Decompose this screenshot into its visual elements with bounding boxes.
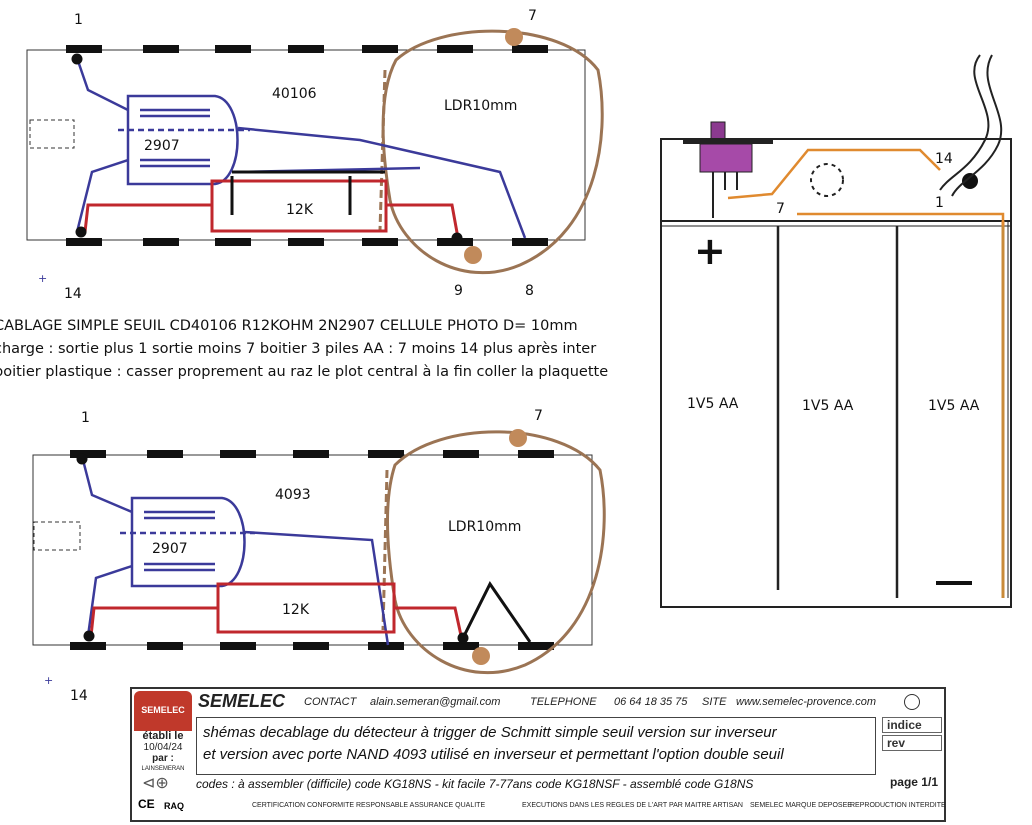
ce-mark: CE bbox=[138, 797, 155, 811]
battery-label-14: 14 bbox=[935, 151, 953, 167]
description-line-1: shémas decablage du détecteur à trigger … bbox=[203, 724, 777, 741]
bottom-plus-sign: + bbox=[44, 674, 53, 687]
telephone-label: TELEPHONE bbox=[530, 696, 597, 708]
top-pin14-label: 14 bbox=[64, 286, 82, 302]
top-resistor-label: 12K bbox=[286, 202, 314, 218]
top-ldr-lead-dot bbox=[505, 28, 523, 46]
cell-label: 1V5 AA bbox=[928, 398, 980, 414]
established-block: établi le 10/04/24 par : LAINSEMERAN bbox=[141, 730, 185, 773]
battery-box-outline bbox=[660, 138, 1012, 608]
projection-symbol-icon: ⊲⊕ bbox=[142, 775, 169, 792]
battery-plus-sign: + bbox=[694, 229, 726, 273]
power-switch bbox=[699, 143, 753, 173]
bottom-ldr-outline bbox=[386, 430, 606, 675]
description-box: shémas decablage du détecteur à trigger … bbox=[196, 717, 876, 775]
bottom-connector-outline bbox=[33, 521, 81, 551]
indice-cell: indice bbox=[882, 717, 942, 733]
site-url: www.semelec-provence.com bbox=[736, 696, 876, 708]
ldr-leads bbox=[939, 54, 1003, 197]
raq-mark: RAQ bbox=[164, 801, 184, 811]
top-pins-lower bbox=[66, 238, 548, 246]
site-label: SITE bbox=[702, 696, 727, 708]
title-block: SEMELEC SEMELEC CONTACT alain.semeran@gm… bbox=[130, 687, 946, 822]
page-number: page 1/1 bbox=[889, 775, 938, 789]
bottom-ldr-label: LDR10mm bbox=[448, 519, 521, 535]
top-black-wires bbox=[230, 170, 385, 215]
top-pins-upper bbox=[66, 45, 548, 53]
top-ic-label: 40106 bbox=[272, 86, 317, 102]
top-ldr-lead-dot-2 bbox=[464, 246, 482, 264]
bottom-circuit: 1 7 14 + 4093 LDR10mm 2907 12K bbox=[32, 408, 606, 704]
telephone-number: 06 64 18 35 75 bbox=[614, 696, 688, 708]
top-connector-outline bbox=[29, 119, 75, 149]
h-mark-icon bbox=[904, 694, 920, 710]
top-pin1-label: 1 bbox=[74, 12, 83, 28]
bottom-pins-lower bbox=[70, 642, 554, 650]
top-pin9-label: 9 bbox=[454, 283, 463, 299]
top-ldr-outline bbox=[381, 29, 604, 275]
semelec-logo: SEMELEC bbox=[134, 691, 192, 731]
led-hole bbox=[810, 163, 844, 197]
footer-note: REPRODUCTION INTERDITE bbox=[850, 802, 946, 809]
bottom-black-wires bbox=[461, 581, 532, 643]
product-codes: codes : à assembler (difficile) code KG1… bbox=[196, 777, 754, 791]
note-line: boitier plastique : casser proprement au… bbox=[0, 364, 609, 380]
bottom-ic-label: 4093 bbox=[275, 487, 311, 503]
bottom-pin1-label: 1 bbox=[81, 410, 90, 426]
bottom-resistor-wires bbox=[89, 582, 464, 641]
contact-label: CONTACT bbox=[304, 696, 357, 708]
bottom-pins-upper bbox=[70, 450, 554, 458]
bottom-pin14-label: 14 bbox=[70, 688, 88, 704]
top-plus-sign: + bbox=[38, 272, 47, 285]
bottom-blue-wires bbox=[81, 459, 390, 646]
top-resistor-wires bbox=[83, 179, 460, 239]
contact-email: alain.semeran@gmail.com bbox=[370, 696, 501, 708]
rev-cell: rev bbox=[882, 735, 942, 751]
footer-note: SEMELEC MARQUE DEPOSEE bbox=[750, 802, 852, 809]
note-line: CABLAGE SIMPLE SEUIL CD40106 R12KOHM 2N2… bbox=[0, 318, 578, 334]
bottom-pin7-label: 7 bbox=[534, 408, 543, 424]
note-line: charge : sortie plus 1 sortie moins 7 bo… bbox=[0, 341, 597, 357]
footer-note: EXECUTIONS DANS LES REGLES DE L'ART PAR … bbox=[522, 802, 743, 809]
cell-label: 1V5 AA bbox=[802, 398, 854, 414]
description-line-2: et version avec porte NAND 4093 utilisé … bbox=[203, 746, 784, 763]
brand-name: SEMELEC bbox=[198, 691, 286, 711]
bottom-pcb-outline bbox=[32, 454, 593, 646]
top-transistor bbox=[118, 94, 250, 186]
top-pin8-label: 8 bbox=[525, 283, 534, 299]
top-pin7-label: 7 bbox=[528, 8, 537, 24]
top-transistor-label: 2907 bbox=[144, 138, 180, 154]
battery-label-1: 1 bbox=[935, 195, 944, 211]
bottom-transistor-label: 2907 bbox=[152, 541, 188, 557]
battery-orange-traces bbox=[727, 148, 1005, 226]
cell-label: 1V5 AA bbox=[687, 396, 739, 412]
bottom-transistor bbox=[120, 496, 255, 588]
battery-label-7: 7 bbox=[776, 201, 785, 217]
top-circuit: 1 7 14 9 8 + 40106 LDR10mm 2907 12K bbox=[26, 8, 604, 302]
battery-box: 14 7 1 + 1V5 AA 1V5 AA 1V5 AA bbox=[660, 54, 1012, 608]
footer-note: CERTIFICATION CONFORMITE RESPONSABLE ASS… bbox=[252, 802, 486, 809]
top-ldr-label: LDR10mm bbox=[444, 98, 517, 114]
bottom-resistor-label: 12K bbox=[282, 602, 310, 618]
